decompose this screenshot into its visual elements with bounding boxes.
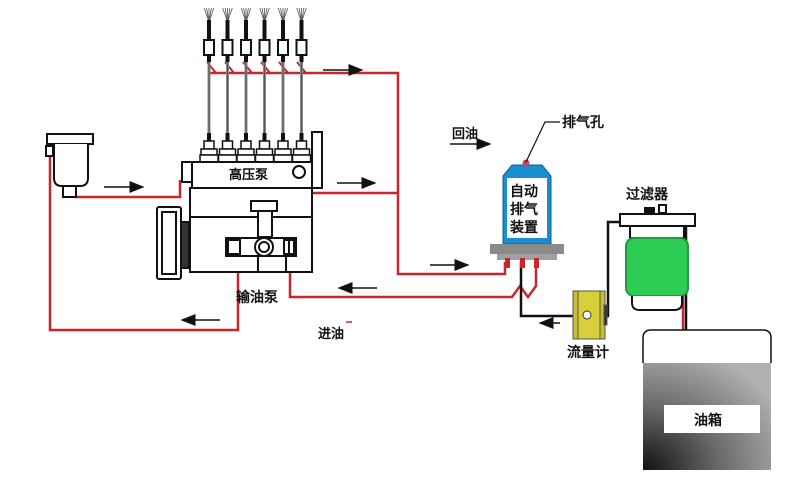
injectors [199,7,312,163]
label-high-pressure-pump: 高压泵 [229,167,268,183]
injector [254,7,275,163]
label-filter: 过滤器 [626,186,669,203]
feed-pump [225,200,297,273]
label-auto-bleed-2: 排气 [510,201,538,218]
label-fuel-tank: 油箱 [694,412,722,429]
label-feed-pump: 输油泵 [236,289,278,306]
prefilter-to-pump-line [75,180,182,199]
injector [273,7,293,163]
fuel-filter [619,204,696,311]
injector [217,7,238,163]
label-inlet-oil: 进油 [318,326,344,342]
label-flow-meter: 流量计 [567,344,609,361]
injector-leakoff-line [208,71,507,276]
high-pressure-pump [156,131,323,280]
injector [291,7,312,163]
leakoff-branches [206,61,307,74]
flow-arrows [104,64,560,329]
feed-pump-to-prefilter-line [48,152,240,332]
label-auto-bleed-3: 装置 [509,219,538,236]
bleed-hole-icon [522,159,530,167]
bleed-hole-leader [525,121,560,163]
prefilter [45,133,94,198]
label-bleed-hole: 排气孔 [562,114,604,131]
flowmeter-to-filter-line [604,220,620,318]
bleed-to-feed-pump-line [288,255,538,300]
auto-bleed-device [490,159,564,268]
bleed-to-flowmeter-line [519,262,574,318]
label-return-oil: 回油 [452,126,478,142]
fuel-tank [642,329,772,470]
injector [236,7,256,163]
label-auto-bleed-1: 自动 [510,183,538,200]
flow-meter [572,290,608,340]
overflow-valve [292,165,306,179]
injector [199,7,219,163]
